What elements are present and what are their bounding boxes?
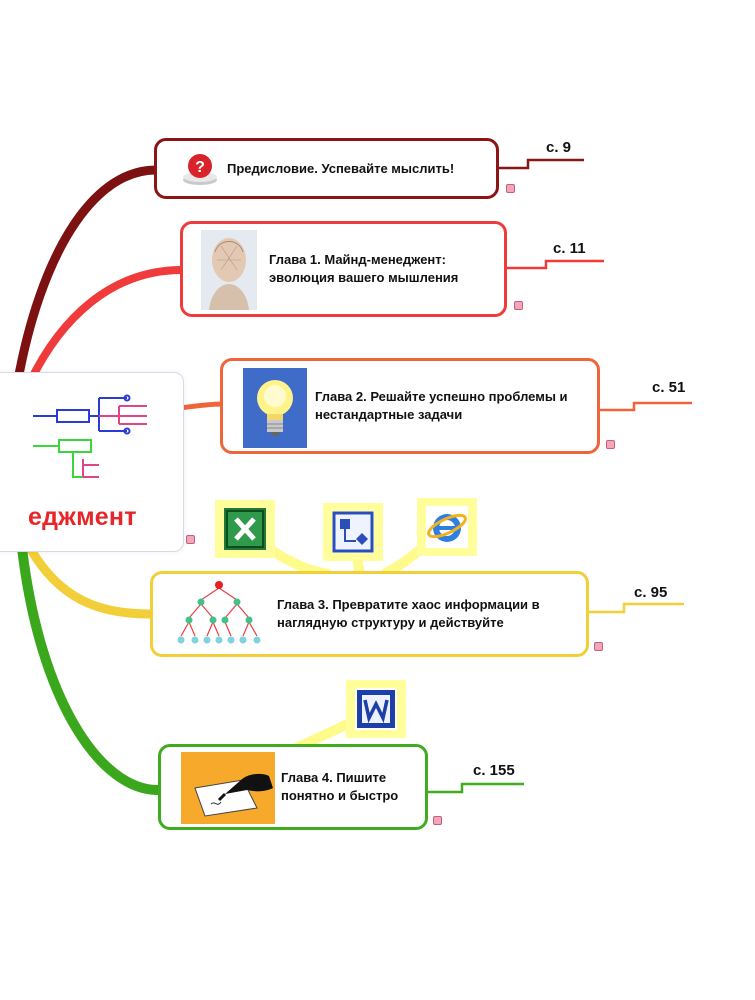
- visio-icon: [332, 511, 374, 553]
- central-topic-title: еджмент: [28, 503, 137, 531]
- page-line-chapter-1: [506, 259, 604, 270]
- node-chapter-1[interactable]: Глава 1. Майнд-менеджент: эволюция вашег…: [180, 221, 507, 317]
- node-chapter-3[interactable]: Глава 3. Превратите хаос информации в на…: [150, 571, 589, 657]
- writing-hand-icon: [181, 752, 275, 824]
- head-bust-icon: [201, 230, 257, 310]
- note-icon[interactable]: [514, 301, 523, 310]
- word-tile[interactable]: [346, 680, 406, 738]
- branch-chapter-2: [179, 401, 223, 411]
- light-bulb-icon: [243, 368, 307, 448]
- page-ref-chapter-1: с. 11: [553, 240, 586, 257]
- org-chart-icon: [177, 581, 261, 644]
- page-ref-chapter-2: с. 51: [652, 379, 686, 396]
- page-line-chapter-4: [426, 782, 524, 794]
- excel-tile[interactable]: [215, 500, 275, 558]
- note-icon[interactable]: [606, 440, 615, 449]
- central-topic[interactable]: [0, 372, 184, 552]
- word-icon: [357, 690, 395, 728]
- mind-map-icon: [33, 394, 147, 478]
- page-ref-chapter-3: с. 95: [634, 584, 668, 601]
- node-chapter-3-label: Глава 3. Превратите хаос информации в на…: [277, 597, 540, 630]
- node-chapter-2[interactable]: Глава 2. Решайте успешно проблемы и нест…: [220, 358, 600, 454]
- page-line-chapter-3: [588, 602, 684, 614]
- node-chapter-2-label: Глава 2. Решайте успешно проблемы и нест…: [315, 389, 568, 422]
- node-chapter-4[interactable]: Глава 4. Пишите понятно и быстро: [158, 744, 428, 830]
- node-chapter-1-label: Глава 1. Майнд-менеджент: эволюция вашег…: [269, 252, 459, 285]
- branch-preface: [13, 165, 161, 385]
- ie-tile[interactable]: [417, 498, 477, 556]
- page-line-preface: [498, 158, 584, 170]
- branch-chapter-4: [17, 543, 163, 795]
- node-chapter-4-label: Глава 4. Пишите понятно и быстро: [281, 770, 399, 803]
- page-line-chapter-2: [598, 401, 692, 412]
- svg-text:?: ?: [195, 159, 205, 176]
- note-icon[interactable]: [186, 535, 195, 544]
- node-preface[interactable]: ? Предисловие. Успевайте мыслить!: [154, 138, 499, 199]
- visio-tile[interactable]: [323, 503, 383, 561]
- branch-chapter-1: [26, 266, 186, 386]
- internet-explorer-icon: [427, 513, 467, 542]
- node-preface-label: Предисловие. Успевайте мыслить!: [227, 160, 455, 176]
- note-icon[interactable]: [506, 184, 515, 193]
- page-ref-preface: с. 9: [546, 139, 572, 156]
- branch-chapter-3: [25, 543, 155, 619]
- note-icon[interactable]: [433, 816, 442, 825]
- note-icon[interactable]: [594, 642, 603, 651]
- page-ref-chapter-4: с. 155: [473, 762, 515, 779]
- question-icon: ?: [183, 154, 217, 185]
- excel-icon: [226, 510, 264, 548]
